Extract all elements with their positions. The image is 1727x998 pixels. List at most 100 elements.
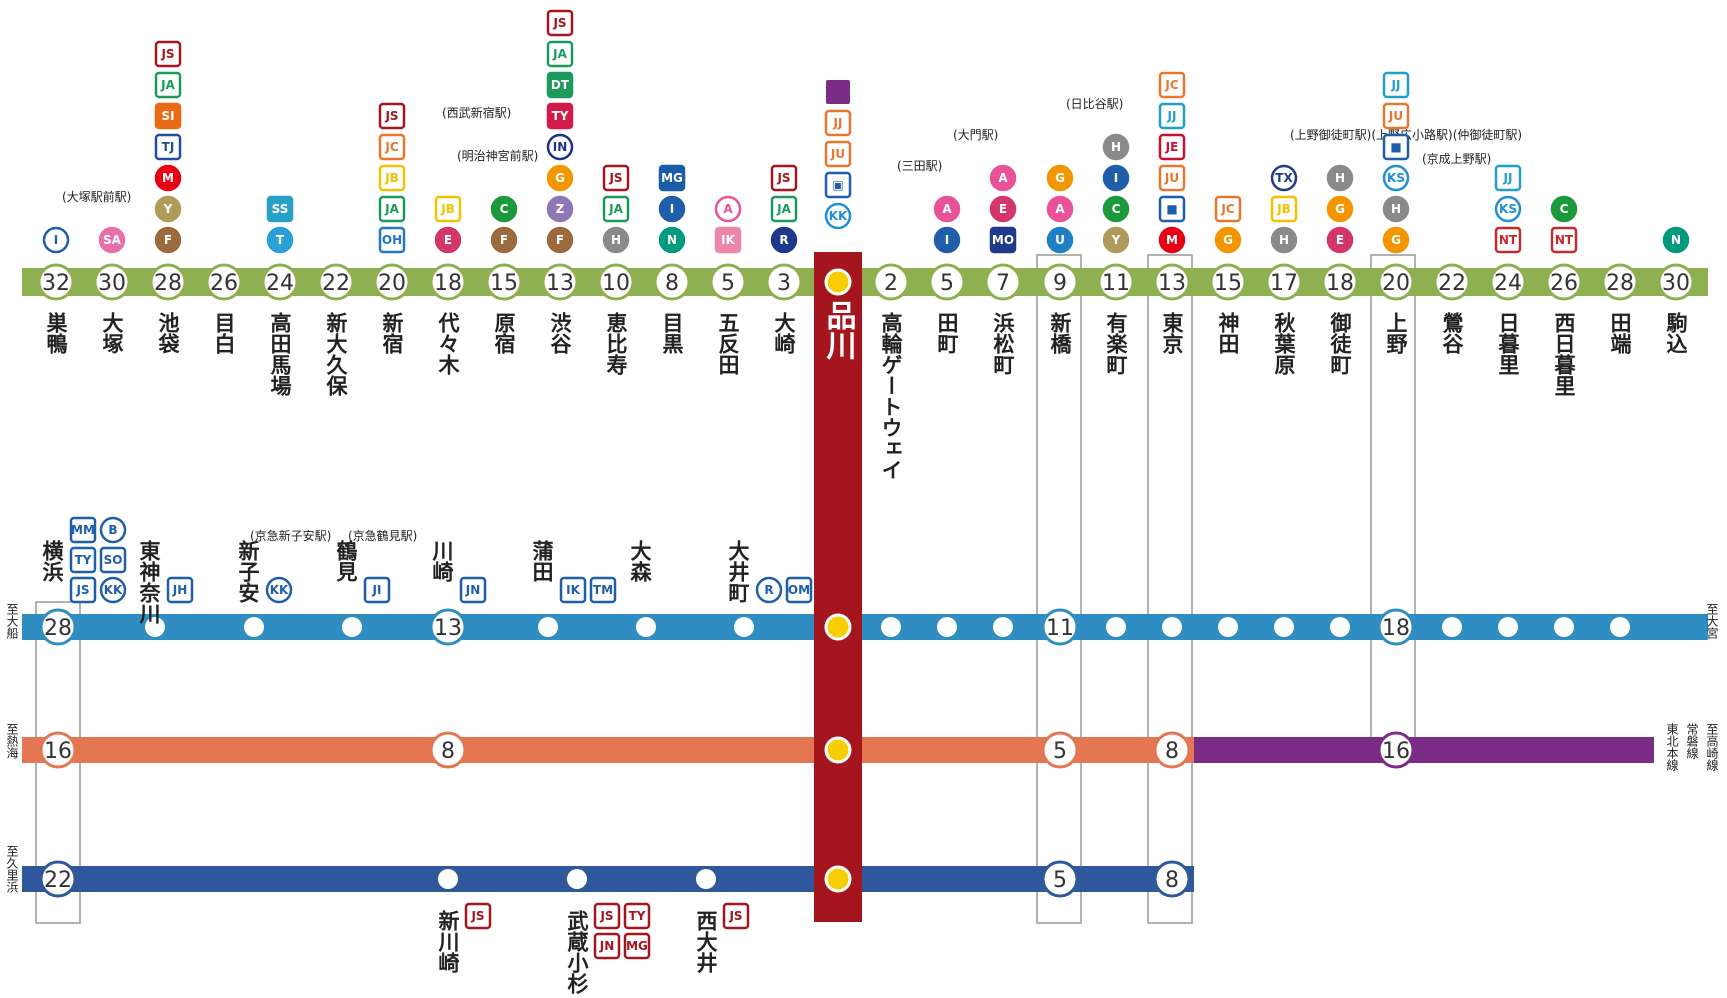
yokosuka-stop: 8 [1153,860,1191,898]
transfer-badge: G [1046,164,1074,192]
minutes-circle [373,263,411,301]
svg-text:G: G [1335,202,1345,216]
transfer-badge: C [1102,195,1130,223]
transfer-badge: JB [1270,195,1298,223]
shinagawa-label: 品川 [821,300,857,360]
transfer-badge: JA [770,195,798,223]
station-name: 新川崎 [436,909,461,973]
svg-text:SI: SI [161,109,174,123]
keihin-stop [937,617,957,637]
minutes-circle [597,263,635,301]
transfer-note: (日比谷駅) [1066,97,1123,111]
transfer-badge: E [1326,226,1354,254]
minutes-label: 30 [1662,271,1690,296]
station-name: 日暮里 [1496,312,1521,375]
minutes-label: 18 [1326,271,1354,296]
meiji-note: (明治神宮前駅) [457,148,538,163]
transfer-badge: JS [464,902,492,930]
svg-text:▣: ▣ [832,178,843,192]
svg-text:Y: Y [1111,233,1121,247]
transfer-badge: OH [378,226,406,254]
hub-dot [824,613,852,641]
minutes-circle [1545,263,1583,301]
station-name: 秋葉原 [1272,312,1297,375]
tokyo-highlight [1147,254,1193,924]
transfer-badge: H [602,226,630,254]
minutes-label: 10 [602,271,630,296]
transfer-badge: JE [1158,133,1186,161]
station-name: 新大久保 [324,311,349,396]
station-name: 新宿 [380,311,404,355]
svg-text:MG: MG [661,171,683,185]
svg-text:KK: KK [104,583,123,597]
transfer-badge: JS [378,102,406,130]
svg-text:JJ: JJ [833,116,843,130]
svg-text:F: F [556,233,564,247]
station-name: 大森 [628,540,652,583]
minutes-label: 20 [378,271,406,296]
transfer-badge: MG [623,932,651,960]
transfer-badge: H [1326,164,1354,192]
keihin-stop [1442,617,1462,637]
transfer-note: (京急鶴見駅) [348,528,417,543]
transfer-badge: A [714,195,742,223]
transfer-badge: N [658,226,686,254]
svg-text:I: I [1114,171,1118,185]
transfer-badge: N [1662,226,1690,254]
minutes-circle [1321,263,1359,301]
svg-text:SS: SS [272,202,289,216]
transfer-badge: H [1270,226,1298,254]
minutes-circle [765,263,803,301]
minutes-circle [928,263,966,301]
svg-text:MM: MM [71,523,95,537]
transfer-badge: JC [1214,195,1242,223]
minutes-label: 15 [1214,271,1242,296]
svg-text:TY: TY [629,909,646,923]
tokaido-stop: 16 [39,731,77,769]
station-name: 浜松町 [991,312,1015,375]
svg-text:JA: JA [552,47,567,61]
svg-text:KK: KK [829,209,848,223]
svg-text:JB: JB [1276,202,1291,216]
svg-text:JS: JS [384,109,398,123]
minutes-circle [541,263,579,301]
ueno-terminus-2: 常磐線 [1685,723,1699,759]
transfer-badge: F [154,226,182,254]
minutes-label: 30 [98,271,126,296]
transfer-badge: TM [589,576,617,604]
transfer-badge: M [154,164,182,192]
transfer-badge: JB [434,195,462,223]
transfer-badge: JS [593,902,621,930]
transfer-badge: H [1102,133,1130,161]
transfer-badge: JA [546,40,574,68]
transfer-badge: NT [1494,226,1522,254]
keihin-stop [1274,617,1294,637]
minutes-label: 5 [721,271,735,296]
svg-text:JA: JA [776,202,791,216]
svg-text:TM: TM [593,583,613,597]
hub-badge [826,80,850,104]
ueno-terminus-1: 至高崎線 [1705,723,1719,771]
svg-text:NT: NT [1555,233,1574,247]
svg-text:E: E [444,233,452,247]
svg-text:JC: JC [1164,78,1178,92]
tokaido-left-terminus: 至熱海 [5,723,19,759]
svg-text:G: G [1223,233,1233,247]
transfer-badge: JN [459,576,487,604]
svg-text:A: A [723,202,733,216]
svg-text:I: I [670,202,674,216]
